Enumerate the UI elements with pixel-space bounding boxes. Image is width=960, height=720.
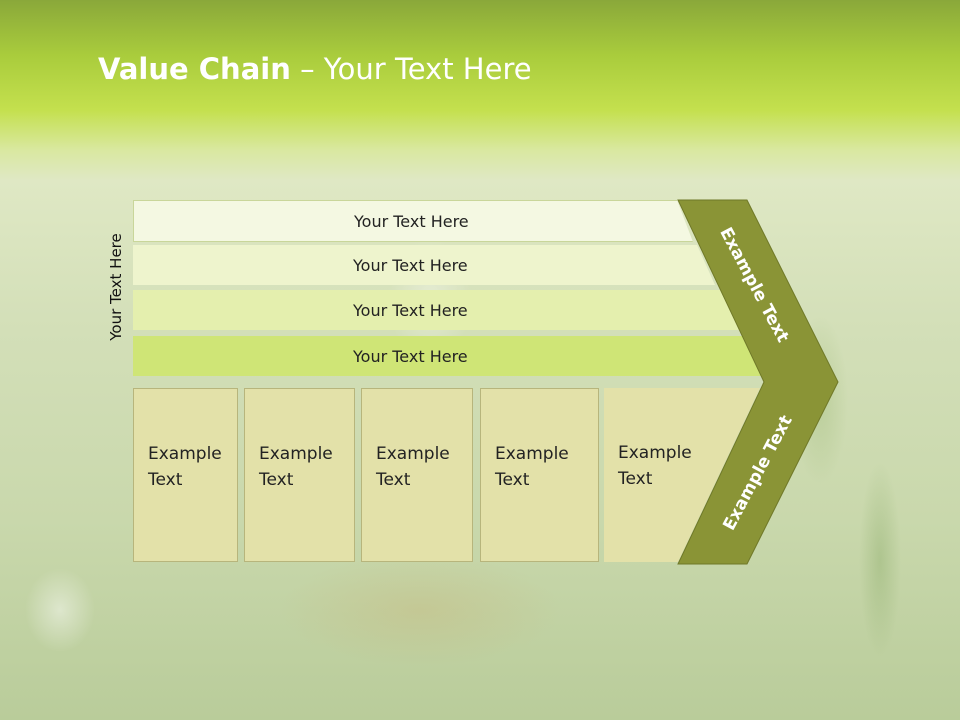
slide-title: Value Chain – Your Text Here (98, 52, 532, 86)
primary-activity-box-2[interactable]: Example Text (244, 388, 355, 562)
band-label: Your Text Here (353, 300, 468, 320)
band-label: Your Text Here (354, 211, 469, 231)
box-line-1: Example (618, 443, 692, 463)
support-band-2[interactable]: Your Text Here (133, 245, 715, 285)
primary-activity-box-3[interactable]: Example Text (361, 388, 473, 562)
title-bold: Value Chain (98, 52, 291, 86)
box-line-2: Text (376, 470, 411, 490)
box-line-2: Text (618, 469, 653, 489)
primary-activity-box-5[interactable]: Example Text (604, 388, 760, 562)
box-line-1: Example (259, 444, 333, 464)
box-line-2: Text (259, 470, 294, 490)
side-label: Your Text Here (107, 233, 125, 341)
support-band-1[interactable]: Your Text Here (133, 200, 693, 242)
box-line-2: Text (495, 470, 530, 490)
box-line-1: Example (495, 444, 569, 464)
title-rest: – Your Text Here (290, 52, 532, 86)
primary-activity-box-1[interactable]: Example Text (133, 388, 238, 562)
band-label: Your Text Here (353, 346, 468, 366)
band-label: Your Text Here (353, 255, 468, 275)
box-line-2: Text (148, 470, 183, 490)
box-line-1: Example (148, 444, 222, 464)
primary-activity-box-4[interactable]: Example Text (480, 388, 599, 562)
box-line-1: Example (376, 444, 450, 464)
support-band-4[interactable]: Your Text Here (133, 336, 763, 376)
support-band-3[interactable]: Your Text Here (133, 290, 739, 330)
